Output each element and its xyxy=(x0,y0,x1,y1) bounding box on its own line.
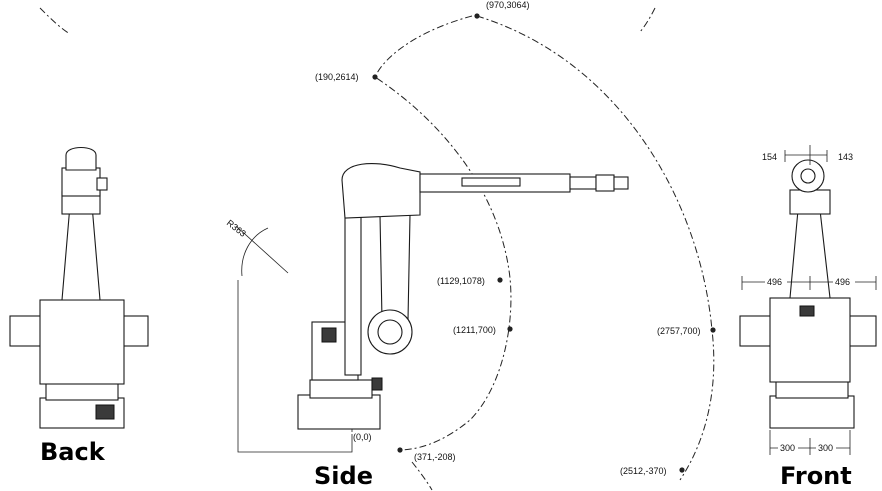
point-label-far-low: (2512,-370) xyxy=(620,466,667,476)
inner-envelope-arc xyxy=(374,15,512,451)
side-connector xyxy=(371,377,383,391)
point-label-far: (2757,700) xyxy=(657,326,701,336)
dim-label-bg xyxy=(833,276,855,287)
front-dimensions: 154 143 496 496 300 300 xyxy=(741,145,877,455)
side-turntable xyxy=(309,379,373,399)
top-left-stub-arc xyxy=(39,7,71,35)
back-side-cap xyxy=(96,177,108,191)
point-dot xyxy=(474,13,480,19)
side-wrist xyxy=(569,176,597,190)
point-label-origin: (0,0) xyxy=(353,432,372,442)
back-wrist xyxy=(65,146,97,171)
dim-front-mid-right: 496 xyxy=(835,277,850,287)
dim-label-bg xyxy=(816,442,836,453)
bottom-stub-arc xyxy=(411,461,433,491)
coordinate-markers: (970,3064) (190,2614) (1129,1078) (1211,… xyxy=(315,0,716,476)
radius-label: R363 xyxy=(225,218,248,239)
point-dot xyxy=(507,326,513,332)
dim-front-base-right: 300 xyxy=(818,443,833,453)
dim-front-mid-left: 496 xyxy=(767,277,782,287)
point-label-mid-upper: (1129,1078) xyxy=(437,276,485,286)
front-elbow xyxy=(789,189,831,215)
dim-front-top-left: 154 xyxy=(762,152,777,162)
point-label-mid: (1211,700) xyxy=(453,325,496,335)
point-dot xyxy=(497,277,503,283)
side-balancer xyxy=(344,204,362,376)
radius-arc xyxy=(241,227,269,277)
back-view-robot: Back xyxy=(9,146,149,466)
front-turntable xyxy=(775,379,849,399)
side-lower-arm xyxy=(379,214,411,321)
front-badge xyxy=(799,305,815,317)
side-tool-plate xyxy=(613,176,629,190)
dim-label-bg xyxy=(765,276,787,287)
side-motor-detail xyxy=(321,327,337,343)
back-upper-housing xyxy=(61,167,101,197)
point-dot xyxy=(372,74,378,80)
point-dot xyxy=(397,447,403,453)
back-connector xyxy=(95,404,115,420)
back-lower-arm xyxy=(61,204,101,301)
front-wrist-hub xyxy=(800,168,816,184)
front-view-robot: Front xyxy=(739,159,877,490)
back-body xyxy=(39,299,125,385)
point-label-low: (371,-208) xyxy=(414,452,456,462)
dim-front-base-left: 300 xyxy=(780,443,795,453)
side-view-robot: Side xyxy=(297,163,629,490)
reference-bracket xyxy=(237,280,353,453)
outer-envelope-arc xyxy=(476,15,715,481)
point-dot xyxy=(679,467,685,473)
front-view-label: Front xyxy=(780,462,852,490)
side-upper-housing xyxy=(341,163,421,219)
side-base xyxy=(297,394,381,430)
point-label-top: (970,3064) xyxy=(486,0,530,10)
front-base xyxy=(769,395,855,429)
radius-leader-line xyxy=(235,225,289,274)
point-label-upper-left: (190,2614) xyxy=(315,72,359,82)
side-view-label: Side xyxy=(314,462,373,490)
side-flange xyxy=(595,174,615,192)
back-view-label: Back xyxy=(40,438,106,466)
dim-front-top-right: 143 xyxy=(838,152,853,162)
workspace-envelope xyxy=(39,7,715,491)
point-dot xyxy=(710,327,716,333)
top-right-stub-arc xyxy=(639,7,656,33)
dim-label-bg xyxy=(778,442,798,453)
side-shoulder-hub xyxy=(377,319,403,345)
side-forearm-slot xyxy=(461,177,521,187)
